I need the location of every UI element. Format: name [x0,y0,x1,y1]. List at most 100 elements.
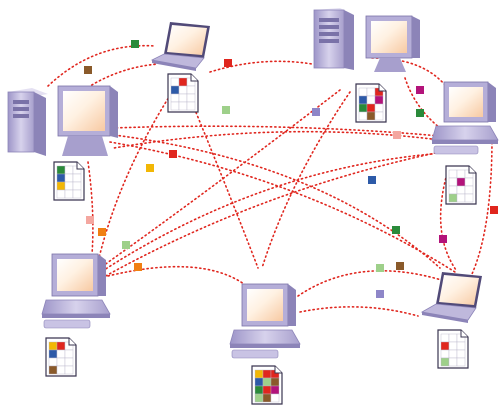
link-server-to-bottom-left [99,89,341,269]
network-nodes [7,8,499,359]
file-fragment-cell [440,333,450,343]
file-fragment-cell [64,349,74,359]
link-left-to-bottom-right [109,141,456,273]
file-document-icon [251,365,283,405]
file-fragment-cell [170,77,180,87]
data-packet [393,131,401,139]
file-fragment-cell [56,365,66,375]
data-packet [134,263,142,271]
file-fragment-cell [170,101,180,111]
link-right-down [439,169,457,271]
file-fragment-cell [56,189,66,199]
file-fragment-cell [270,385,280,395]
file-fragment-cell [440,341,450,351]
file-fragment-cell [374,95,384,105]
file-fragment-cell [170,85,180,95]
data-packet [122,241,130,249]
link-laptop-to-bottom-left [97,79,181,263]
file-fragment-cell [448,193,458,203]
file-fragment-cell [456,169,466,179]
file-fragment-cell [186,85,196,95]
file-fragment-cell [270,377,280,387]
file-fragment-cell [448,349,458,359]
file-fragment-cell [254,369,264,379]
file-fragment-cell [56,165,66,175]
data-packet [368,176,376,184]
desktop-computer-icon [7,85,118,156]
link-left-to-laptop [47,44,156,87]
file-document-icon [437,329,469,369]
data-packets [84,40,498,298]
file-document-icon [355,83,387,123]
file-fragment-cell [48,357,58,367]
file-fragment-cell [72,189,82,199]
link-left-down [87,161,94,255]
file-fragment-cell [448,169,458,179]
link-bottom-center-to-right [297,270,449,297]
data-packet [392,226,400,234]
file-fragment-cell [456,349,466,359]
file-fragment-cell [64,165,74,175]
file-fragment-cell [64,365,74,375]
desktop-computer-icon [229,283,301,359]
file-fragment-cell [448,357,458,367]
file-fragment-cell [254,385,264,395]
file-document-icon [45,337,77,377]
file-document-icon [445,165,477,205]
data-packet [376,290,384,298]
link-server-to-bottom-center [261,91,351,269]
data-packet [98,228,106,236]
file-fragment-cell [254,393,264,403]
file-fragment-cell [170,93,180,103]
file-fragment-cell [262,385,272,395]
data-packet [490,206,498,214]
file-fragment-cell [56,357,66,367]
data-packet [84,66,92,74]
tower-server-icon [313,8,420,72]
data-packet [376,264,384,272]
file-fragment-cell [358,111,368,121]
file-document-icon [53,161,85,201]
file-fragment-cell [178,101,188,111]
file-fragment-cell [254,377,264,387]
file-fragment-cell [366,95,376,105]
file-fragment-cell [64,189,74,199]
file-fragment-cell [56,181,66,191]
file-fragment-cell [448,177,458,187]
data-packet [222,106,230,114]
file-fragment-cell [374,103,384,113]
file-fragment-cell [48,349,58,359]
file-fragment-cell [440,357,450,367]
file-fragment-cell [262,377,272,387]
file-fragment-cell [48,365,58,375]
link-right-to-left [113,130,441,149]
file-fragment-cell [56,173,66,183]
file-fragment-cell [456,177,466,187]
file-fragment-cell [464,177,474,187]
file-fragment-cell [72,173,82,183]
laptop-icon [150,22,210,71]
file-fragment-cell [464,193,474,203]
data-packet [396,262,404,270]
file-document-icon [167,73,199,113]
file-fragment-cell [456,185,466,195]
data-packet [131,40,139,48]
data-packet [224,59,232,67]
file-fragment-cell [358,87,368,97]
file-fragment-cell [186,93,196,103]
laptop-icon [420,272,482,323]
file-fragment-cell [440,349,450,359]
file-fragment-cell [178,85,188,95]
file-fragment-cell [366,103,376,113]
file-fragment-cell [448,333,458,343]
file-fragment-cell [262,369,272,379]
link-right-to-bottom-left [103,153,433,271]
data-packet [169,150,177,158]
link-right-to-bottom-right [471,137,493,275]
file-fragment-cell [456,341,466,351]
file-fragment-documents [45,73,477,405]
file-fragment-cell [56,341,66,351]
link-server-to-right-b [404,77,441,129]
file-fragment-cell [178,93,188,103]
